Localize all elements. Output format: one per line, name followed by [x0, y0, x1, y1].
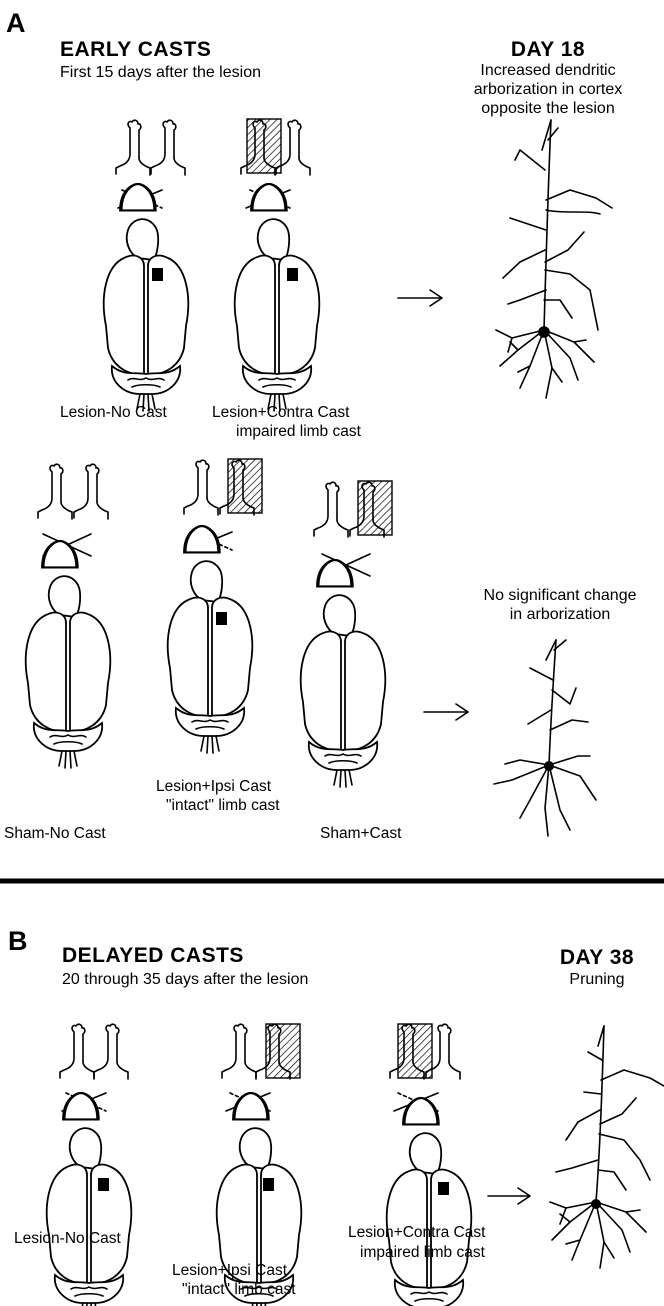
a-neuron-increased	[496, 120, 612, 398]
a-sham-no-cast-paws	[38, 464, 108, 556]
caption-a-lesion-ipsi-1: Lesion+Ipsi Cast	[156, 778, 271, 796]
panel-b-letter: B	[8, 926, 28, 957]
panel-a-no-change-1: No significant change	[484, 587, 637, 605]
a-sham-cast-paws	[314, 481, 392, 576]
caption-b-lesion-contra-2: impaired limb cast	[360, 1244, 485, 1262]
panel-a-day-note-2: arborization in cortex	[474, 81, 623, 99]
panel-a-subtitle: First 15 days after the lesion	[60, 64, 261, 82]
caption-b-lesion-ipsi-2: "intact" limb cast	[182, 1281, 296, 1299]
panel-b-subtitle: 20 through 35 days after the lesion	[62, 971, 308, 989]
panel-a-day-note-1: Increased dendritic	[480, 62, 615, 80]
panel-b-title: DELAYED CASTS	[62, 944, 244, 968]
a-arrow-2	[424, 704, 468, 720]
a-lesion-contra-brain	[235, 184, 320, 411]
panel-a-day-title: DAY 18	[511, 38, 585, 62]
panel-a-day-note-3: opposite the lesion	[481, 100, 614, 118]
b-neuron-pruning	[550, 1026, 664, 1268]
a-arrow-1	[398, 290, 442, 306]
a-sham-no-cast-brain	[26, 541, 111, 768]
panel-b-day-note: Pruning	[569, 971, 624, 989]
panel-a-letter: A	[6, 8, 26, 39]
caption-a-lesion-no-cast: Lesion-No Cast	[60, 404, 167, 422]
a-lesion-ipsi-brain	[168, 526, 253, 753]
caption-a-lesion-contra-1: Lesion+Contra Cast	[212, 404, 349, 422]
caption-a-sham-no-cast: Sham-No Cast	[4, 825, 106, 843]
a-lesion-no-cast-brain	[104, 184, 189, 411]
a-sham-cast-brain	[301, 560, 386, 787]
caption-a-lesion-contra-2: impaired limb cast	[236, 423, 361, 441]
panel-a-no-change-2: in arborization	[510, 606, 611, 624]
caption-b-lesion-no-cast: Lesion-No Cast	[14, 1230, 121, 1248]
caption-b-lesion-ipsi-1: Lesion+Ipsi Cast	[172, 1262, 287, 1280]
panel-a-title: EARLY CASTS	[60, 38, 211, 62]
b-arrow	[488, 1188, 530, 1204]
caption-a-lesion-ipsi-2: "intact" limb cast	[166, 797, 280, 815]
b-lesion-no-cast-brain	[47, 1093, 132, 1306]
panel-b-day-title: DAY 38	[560, 946, 634, 970]
caption-a-sham-cast: Sham+Cast	[320, 825, 401, 843]
b-lesion-contra-brain	[387, 1098, 472, 1306]
caption-b-lesion-contra-1: Lesion+Contra Cast	[348, 1224, 485, 1242]
a-neuron-no-change	[494, 640, 596, 836]
cast-icon	[266, 1024, 300, 1078]
